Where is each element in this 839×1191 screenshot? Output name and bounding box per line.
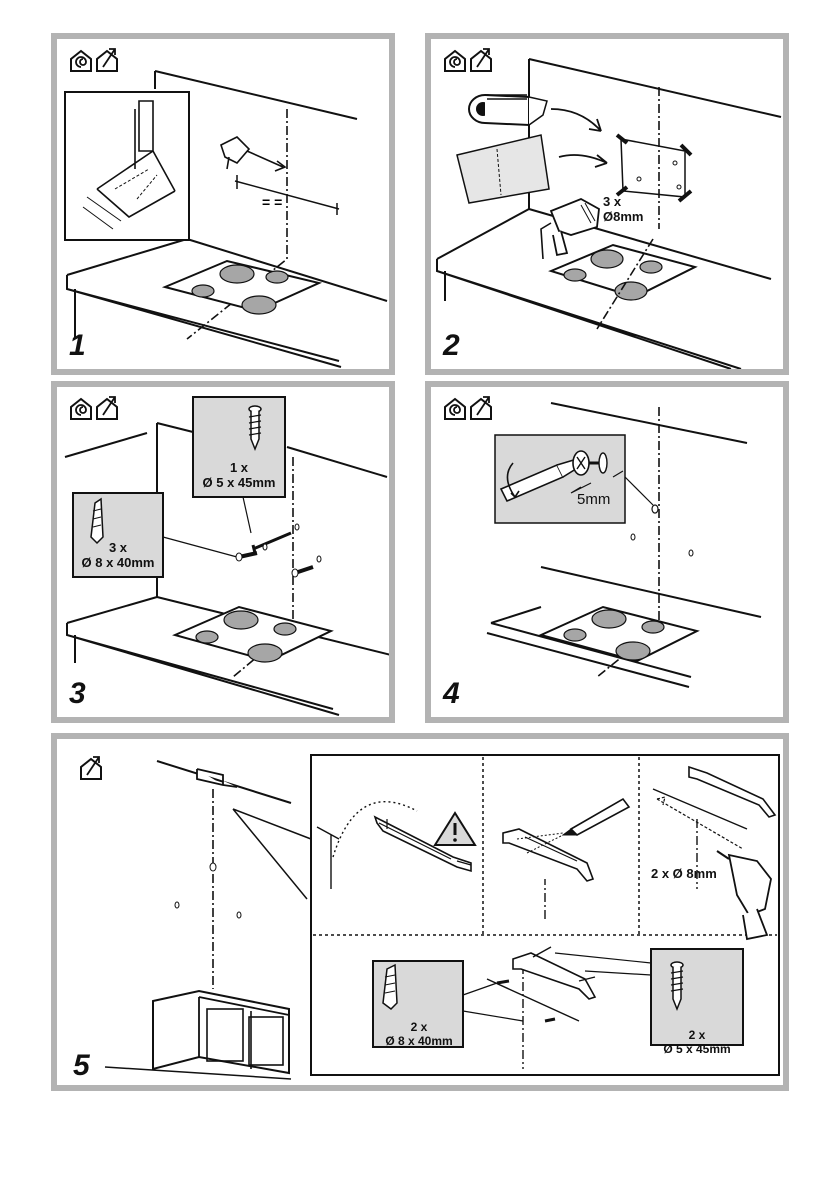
- step-number: 1: [69, 331, 86, 361]
- step-4-panel: 5mm 4: [425, 381, 789, 723]
- hob-zone: [616, 642, 650, 660]
- step-2-panel: 3 x Ø8mm 2: [425, 33, 789, 375]
- screw-size: Ø 5 x 45mm: [191, 476, 287, 491]
- hob-zone: [615, 282, 647, 300]
- house-arrow-icon: [97, 49, 117, 71]
- house-spiral-icon: [445, 399, 465, 419]
- hob-zone: [266, 271, 288, 283]
- hob-zone: [192, 285, 214, 297]
- hob-zone: [564, 629, 586, 641]
- screw-count: 2 x: [651, 1029, 743, 1043]
- plug-count: 3 x: [73, 541, 163, 556]
- drill-size: Ø8mm: [603, 210, 643, 225]
- step-number: 2: [443, 331, 460, 361]
- hob-zone: [196, 631, 218, 643]
- plug-size: Ø 8 x 40mm: [73, 556, 163, 571]
- gap-label: 5mm: [577, 491, 610, 508]
- drill-label: 3 x Ø8mm: [603, 195, 643, 225]
- house-spiral-icon: [71, 51, 91, 71]
- step-number: 5: [73, 1051, 90, 1081]
- hob-zone: [248, 644, 282, 662]
- house-arrow-icon: [81, 757, 101, 779]
- screw-label: 1 x Ø 5 x 45mm: [191, 461, 287, 491]
- hob-zone: [592, 610, 626, 628]
- step-5-panel: 2 x Ø 8mm 2 x Ø 8 x 40mm 2 x Ø 5 x 45mm …: [51, 733, 789, 1091]
- house-spiral-icon: [445, 51, 465, 71]
- house-arrow-icon: [471, 49, 491, 71]
- house-arrow-icon: [97, 397, 117, 419]
- hob-zone: [640, 261, 662, 273]
- step-1-panel: = = 1: [51, 33, 395, 375]
- drill-count: 3 x: [603, 195, 643, 210]
- hob-zone: [224, 611, 258, 629]
- hob-zone: [220, 265, 254, 283]
- screw-label: 2 x Ø 5 x 45mm: [651, 1029, 743, 1057]
- svg-text:= =: = =: [262, 194, 282, 210]
- hob-zone: [564, 269, 586, 281]
- hob-zone: [242, 296, 276, 314]
- hob-zone: [274, 623, 296, 635]
- plug-count: 2 x: [373, 1021, 465, 1035]
- house-spiral-icon: [71, 399, 91, 419]
- drill-label: 2 x Ø 8mm: [651, 867, 717, 882]
- screw-size: Ø 5 x 45mm: [651, 1043, 743, 1057]
- plug-label: 3 x Ø 8 x 40mm: [73, 541, 163, 571]
- house-arrow-icon: [471, 397, 491, 419]
- drill-icon: [541, 199, 599, 259]
- hob-zone: [642, 621, 664, 633]
- screw-count: 1 x: [191, 461, 287, 476]
- plug-size: Ø 8 x 40mm: [373, 1035, 465, 1049]
- step-3-panel: 1 x Ø 5 x 45mm 3 x Ø 8 x 40mm 3: [51, 381, 395, 723]
- plug-label: 2 x Ø 8 x 40mm: [373, 1021, 465, 1049]
- step-number: 4: [443, 679, 460, 709]
- step-number: 3: [69, 679, 86, 709]
- hob-zone: [591, 250, 623, 268]
